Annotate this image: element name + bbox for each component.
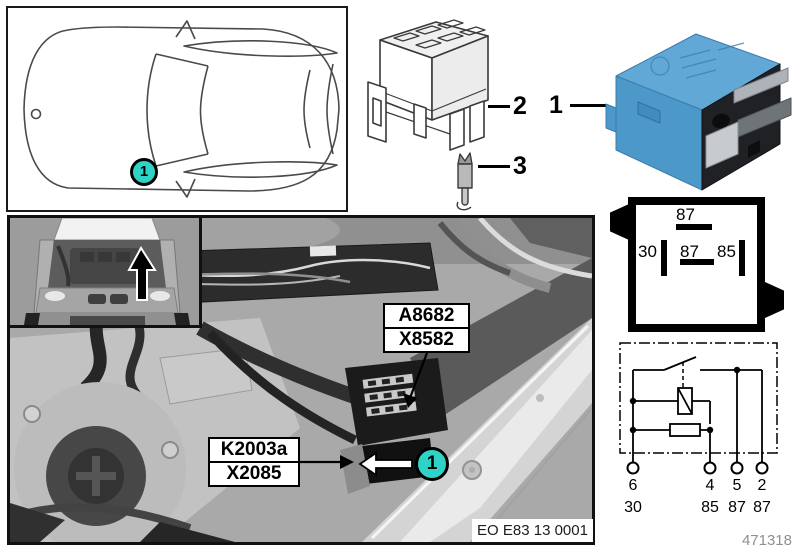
callout-3-label[interactable]: 3: [513, 152, 527, 180]
pin-slot-87-top: [676, 224, 712, 230]
terminal-circuit-30: 30: [624, 499, 642, 516]
terminal-pin-2: 2: [758, 477, 767, 494]
relay-socket-illustration: [367, 19, 489, 211]
pin-diagram-right-tab: [765, 282, 784, 318]
callout-3-line: [478, 165, 510, 168]
inset-location-arrow: [127, 246, 157, 301]
pin-label-87-top: 87: [676, 205, 695, 224]
terminal-circuit-87a: 87: [728, 499, 746, 516]
engine-bay-inset: [7, 215, 202, 328]
pin-label-30: 30: [638, 242, 657, 261]
connector-id-line1: A8682: [385, 305, 468, 329]
inset-car-front-illustration: [10, 218, 199, 325]
relay-photo: [605, 33, 792, 191]
terminal-circuit-85: 85: [701, 499, 719, 516]
pin-slot-30: [661, 240, 667, 276]
pin-slot-87-center: [680, 259, 714, 265]
car-location-panel: 1: [6, 6, 348, 212]
terminal-pin-4: 4: [706, 477, 715, 494]
car-top-view-illustration: [23, 20, 340, 198]
connector-id-box: A8682 X8582: [383, 303, 470, 353]
terminal-pin-5: 5: [733, 477, 742, 494]
relay-pin-diagram: 87 30 87 85: [628, 197, 765, 332]
terminal-pin-6: 6: [629, 477, 638, 494]
marker-pointer-arrow: [358, 451, 413, 477]
relay-leader-arrowhead: [340, 455, 354, 469]
photo-location-marker[interactable]: 1: [415, 447, 449, 481]
terminal-circuit-87b: 87: [753, 499, 771, 516]
relay-schematic: 6 4 5 2 30 85 87 87: [619, 342, 778, 516]
relay-id-box: K2003a X2085: [208, 437, 300, 487]
pin-slot-85: [739, 240, 745, 276]
pin-label-87-center: 87: [680, 242, 699, 261]
terminal-pin-illustration: [456, 152, 473, 211]
callout-2-line: [488, 105, 510, 108]
pin-label-85: 85: [717, 242, 736, 261]
photo-caption: EO E83 13 0001: [472, 519, 593, 542]
drawing-number: 471318: [741, 532, 792, 549]
relay-id-line1: K2003a: [210, 439, 298, 463]
car-location-marker[interactable]: 1: [130, 158, 158, 186]
annotation-arrows: [300, 352, 429, 477]
connector-id-line2: X8582: [399, 329, 454, 350]
pin-diagram-left-tab: [610, 204, 629, 240]
resistor-symbol: [669, 423, 701, 437]
schematic-boundary: [619, 342, 778, 454]
connector-leader-arrow: [408, 352, 429, 399]
callout-1-label[interactable]: 1: [549, 91, 563, 119]
callout-1-line: [570, 104, 607, 107]
relay-id-line2: X2085: [226, 463, 282, 484]
callout-2-label[interactable]: 2: [513, 92, 527, 120]
